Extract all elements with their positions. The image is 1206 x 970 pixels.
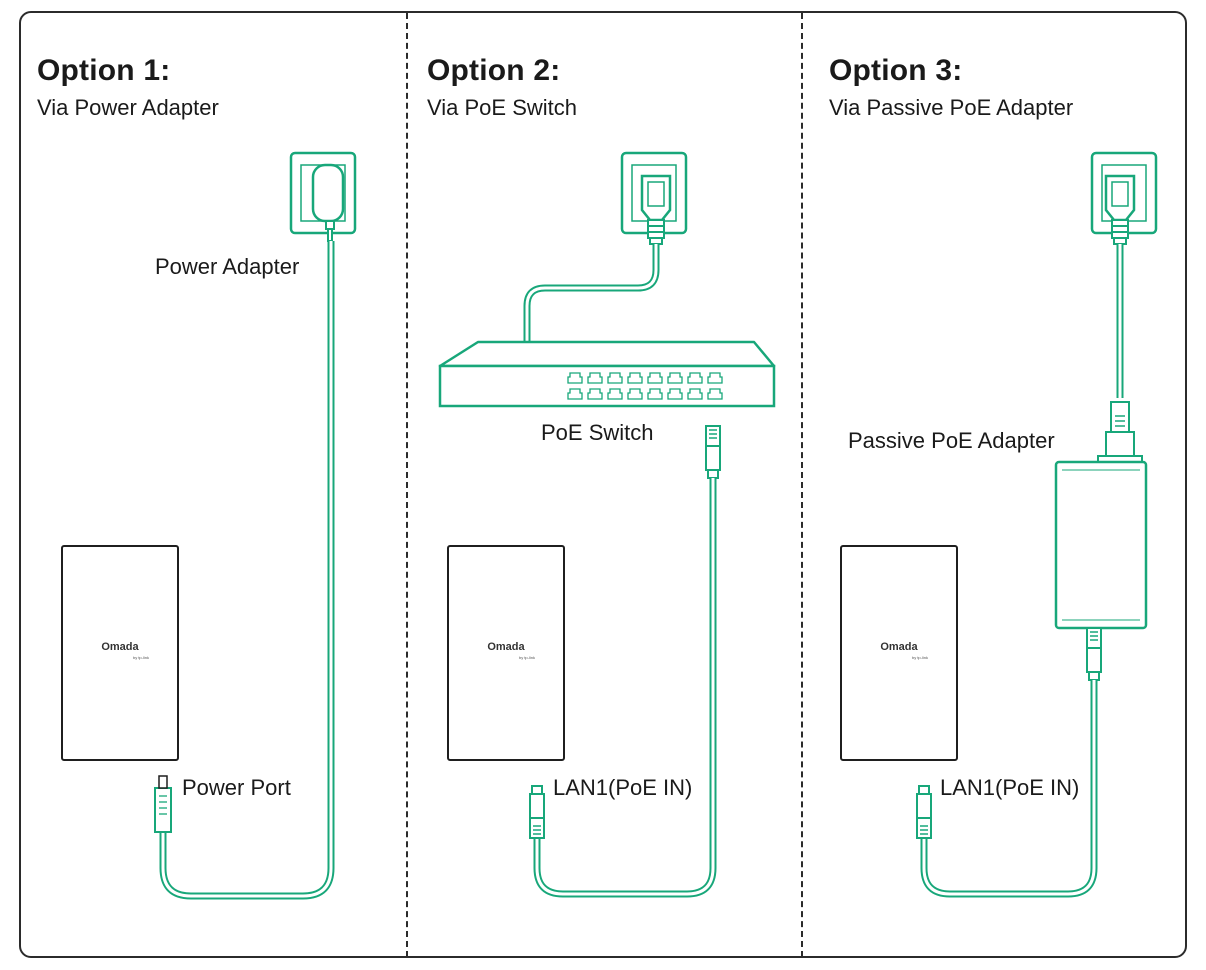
ethernet-cable-3 [920, 680, 1098, 898]
access-point-device-1: Omada by tp-link [61, 545, 179, 761]
passive-poe-adapter-label: Passive PoE Adapter [848, 428, 1055, 453]
lan-port-label-3: LAN1(PoE IN) [940, 775, 1080, 800]
device-brand-sub: by tp-link [132, 655, 149, 660]
diagram-frame [19, 11, 1187, 958]
option2-title: Option 2: [427, 54, 561, 87]
option2-subtitle: Via PoE Switch [427, 95, 578, 120]
poe-switch [438, 340, 776, 408]
power-adapter-plug [311, 163, 345, 242]
device-brand-sub: by tp-link [518, 655, 535, 660]
power-port-label: Power Port [182, 775, 291, 800]
device-ethernet-plug-3 [916, 785, 932, 839]
device-brand-logo: Omada [101, 641, 139, 653]
device-brand-logo: Omada [880, 641, 918, 653]
poe-switch-label: PoE Switch [541, 420, 654, 445]
option-divider-2 [801, 13, 803, 957]
switch-power-cable [523, 244, 660, 342]
switch-ethernet-plug [705, 425, 721, 479]
passive-poe-adapter [1054, 460, 1148, 630]
power-adapter-label: Power Adapter [155, 254, 300, 279]
device-brand-logo: Omada [487, 641, 525, 653]
option3-title: Option 3: [829, 54, 963, 87]
device-brand-sub: by tp-link [911, 655, 928, 660]
power-cable [159, 241, 335, 900]
option-divider-1 [406, 13, 408, 957]
access-point-device-3: Omada by tp-link [840, 545, 958, 761]
device-ethernet-plug-2 [529, 785, 545, 839]
option1-subtitle: Via Power Adapter [37, 95, 219, 120]
adapter-ethernet-plug [1086, 627, 1102, 681]
option1-title: Option 1: [37, 54, 171, 87]
lan-port-label-2: LAN1(PoE IN) [553, 775, 693, 800]
adapter-input-plug [1097, 401, 1143, 465]
access-point-device-2: Omada by tp-link [447, 545, 565, 761]
dc-barrel-plug [154, 775, 172, 833]
option3-subtitle: Via Passive PoE Adapter [829, 95, 1074, 120]
ethernet-cable-2 [533, 478, 717, 898]
